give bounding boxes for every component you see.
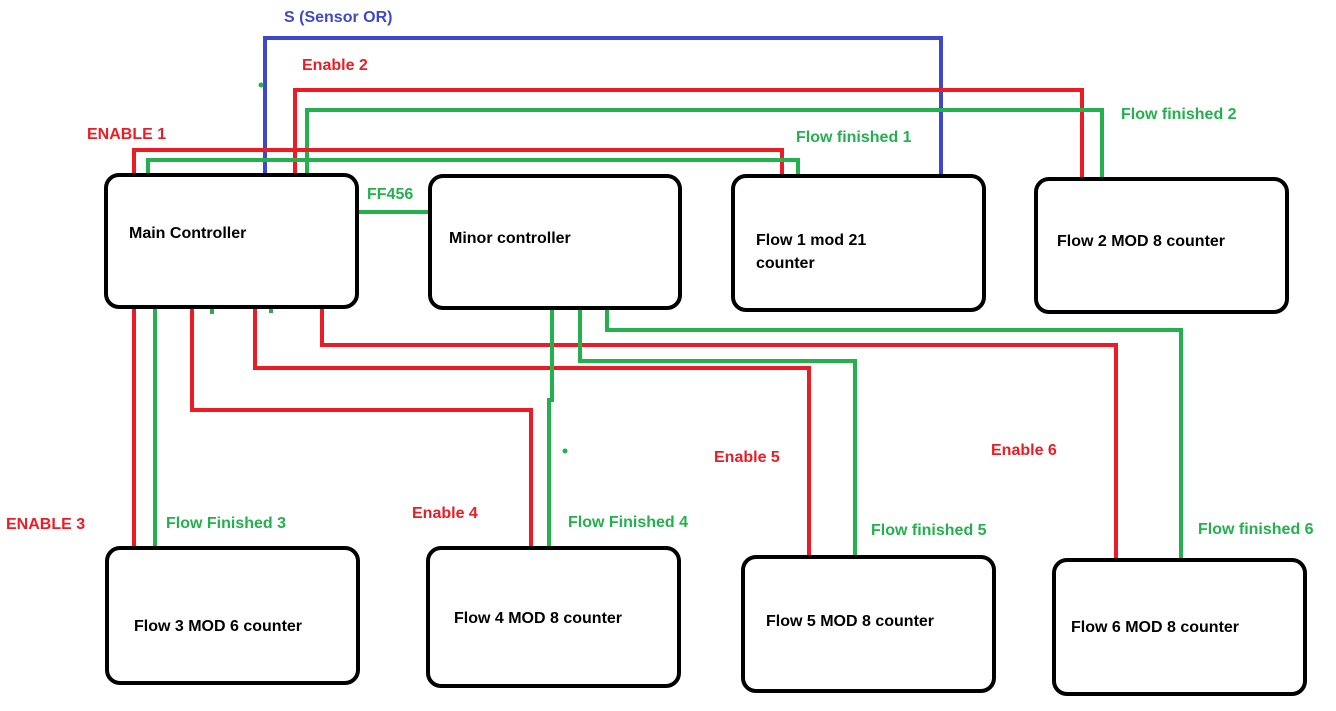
flow5-counter-label: Flow 5 MOD 8 counter	[766, 613, 934, 630]
label-enable-6: Enable 6	[991, 442, 1057, 459]
wire-flow-finished-6	[605, 306, 1183, 562]
label-flow-finished-4: Flow Finished 4	[568, 514, 688, 531]
flow2-counter-label: Flow 2 MOD 8 counter	[1057, 233, 1225, 250]
flow1-counter-block: Flow 1 mod 21 counter	[731, 174, 986, 312]
main-controller-block: Main Controller	[104, 173, 359, 309]
wire-enable-1	[132, 148, 784, 178]
wire-enable-5	[253, 305, 811, 559]
label-enable-5: Enable 5	[714, 449, 780, 466]
minor-controller-label: Minor controller	[449, 230, 571, 247]
stray-dot	[210, 307, 214, 314]
wire-flow-finished-5	[578, 306, 857, 559]
label-enable-3: ENABLE 3	[6, 516, 85, 533]
wire-enable-6	[320, 305, 1118, 562]
label-flow-finished-5: Flow finished 5	[871, 522, 987, 539]
flow4-counter-label: Flow 4 MOD 8 counter	[454, 610, 622, 627]
stray-dot	[258, 82, 264, 88]
flow3-counter-block: Flow 3 MOD 6 counter	[105, 546, 360, 685]
wire-sensor-or	[263, 36, 943, 178]
label-flow-finished-6: Flow finished 6	[1198, 521, 1314, 538]
label-enable-4: Enable 4	[412, 505, 478, 522]
stray-dot	[562, 448, 568, 454]
label-flow-finished-1: Flow finished 1	[796, 129, 912, 146]
label-flow-finished-2: Flow finished 2	[1121, 106, 1237, 123]
flow5-counter-block: Flow 5 MOD 8 counter	[741, 555, 996, 693]
flow4-counter-block: Flow 4 MOD 8 counter	[426, 546, 681, 688]
wire-flow-finished-1	[146, 158, 800, 178]
flow6-counter-block: Flow 6 MOD 8 counter	[1052, 558, 1307, 696]
label-ff456: FF456	[367, 186, 413, 203]
flow1-counter-label-line2: counter	[756, 255, 815, 272]
label-enable-2: Enable 2	[302, 57, 368, 74]
flow1-counter-label-line1: Flow 1 mod 21	[756, 232, 866, 249]
flow3-counter-label: Flow 3 MOD 6 counter	[134, 618, 302, 635]
stray-dot	[269, 307, 273, 313]
wire-enable-4	[190, 305, 533, 550]
flow6-counter-label: Flow 6 MOD 8 counter	[1071, 619, 1239, 636]
flow2-counter-block: Flow 2 MOD 8 counter	[1034, 177, 1289, 314]
label-enable-1: ENABLE 1	[87, 126, 166, 143]
label-sensor-or: S (Sensor OR)	[284, 9, 392, 26]
wire-flow-finished-2	[305, 108, 1104, 181]
main-controller-label: Main Controller	[129, 225, 246, 242]
label-flow-finished-3: Flow Finished 3	[166, 515, 286, 532]
minor-controller-block: Minor controller	[428, 174, 682, 310]
wire-flow-finished-4	[547, 306, 554, 550]
wire-enable-2	[293, 88, 1084, 181]
